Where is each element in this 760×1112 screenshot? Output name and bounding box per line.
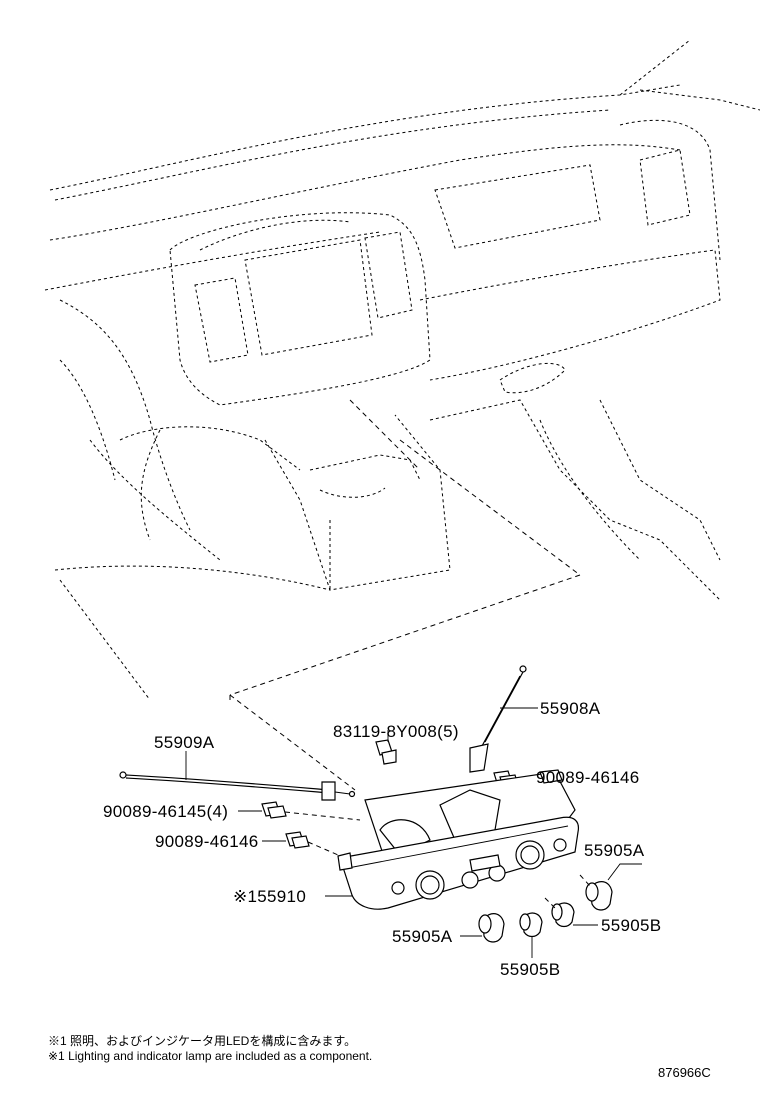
label-90089-46146-lower: 90089-46146 <box>155 832 259 851</box>
label-55905B-lower: 55905B <box>500 960 560 979</box>
label-55905A-right: 55905A <box>584 841 645 860</box>
knob-55905A-left <box>460 913 505 943</box>
label-55910: ※155910 <box>233 887 306 906</box>
note-japanese: ※1 照明、およびインジケータ用LEDを構成に含みます。 <box>48 1033 356 1048</box>
exploded-parts <box>119 665 642 958</box>
footnotes: ※1 照明、およびインジケータ用LEDを構成に含みます。 ※1 Lighting… <box>48 1033 711 1080</box>
bulb-83119 <box>375 730 397 765</box>
knob-55905A-right <box>579 863 642 911</box>
label-90089-46146-upper: 90089-46146 <box>536 768 640 787</box>
cable-55909A <box>119 751 356 801</box>
control-panel-55910 <box>325 769 580 910</box>
label-90089-46145: 90089-46145(4) <box>103 802 228 821</box>
knob-55905B-lower <box>519 912 543 958</box>
clip-90089-46145 <box>238 801 361 821</box>
cable-55908A <box>469 665 538 773</box>
dashboard-illustration <box>44 39 760 701</box>
label-55905B-right: 55905B <box>601 916 661 935</box>
knob-55905B-right <box>544 897 598 928</box>
diagram-id: 876966C <box>658 1065 711 1080</box>
note-english: ※1 Lighting and indicator lamp are inclu… <box>48 1049 372 1063</box>
label-83119: 83119-8Y008(5) <box>333 722 459 741</box>
label-55908A: 55908A <box>540 699 601 718</box>
clip-90089-46146-lower <box>262 831 346 859</box>
label-55909A: 55909A <box>154 733 215 752</box>
part-labels: 55908A 55909A 83119-8Y008(5) 90089-46146… <box>103 699 661 979</box>
label-55905A-left: 55905A <box>392 927 453 946</box>
